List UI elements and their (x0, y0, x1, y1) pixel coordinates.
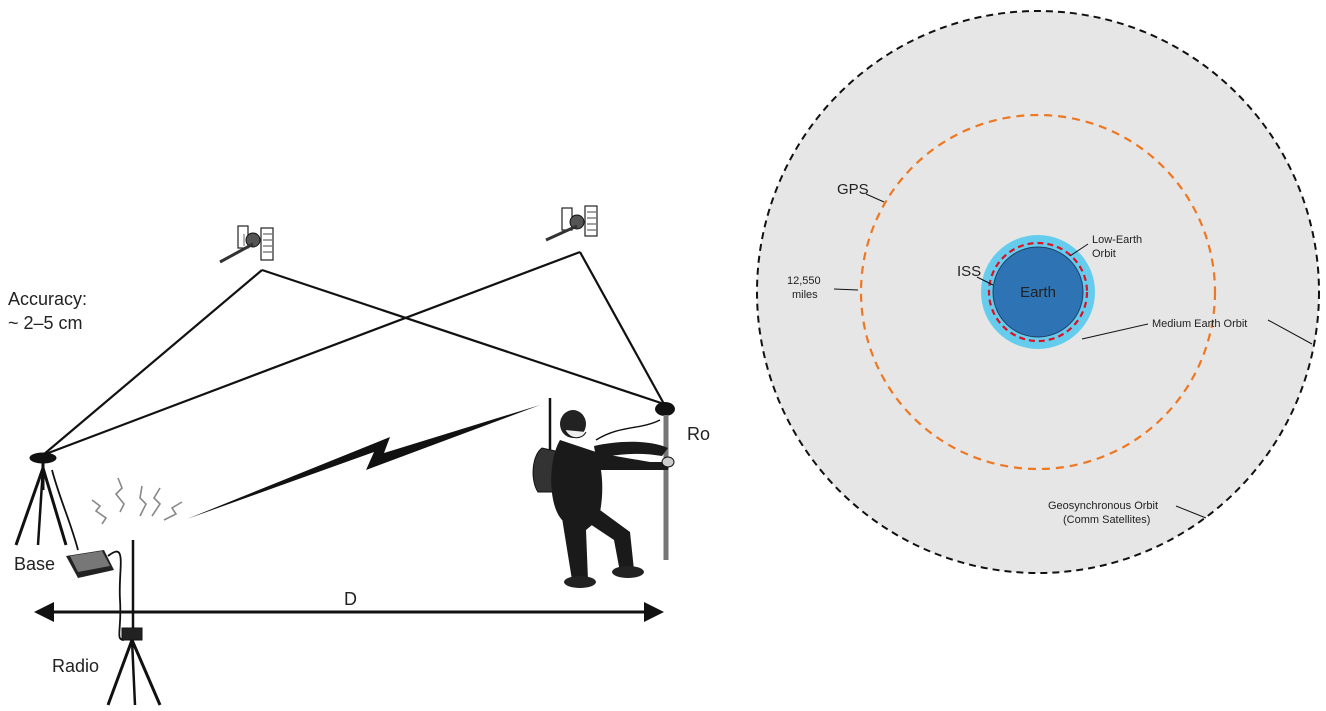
orbit-diagram: Earth ISS Low-Earth Orbit GPS 12,550 mil… (756, 10, 1320, 574)
gps-leader-line (865, 193, 885, 203)
geo-label-line2: (Comm Satellites) (1063, 514, 1150, 526)
distance-unit: miles (792, 289, 818, 301)
leo-label-line1: Low-Earth (1092, 234, 1142, 246)
geo-edge-leader-line (1267, 319, 1313, 345)
satellite-signal-lines (42, 250, 665, 457)
geo-label-line1: Geosynchronous Orbit (1048, 500, 1158, 512)
iss-leader-line (976, 276, 994, 286)
accuracy-label: Accuracy: (8, 289, 87, 309)
accuracy-value: ~ 2–5 cm (8, 313, 83, 333)
distance-label: D (344, 589, 357, 609)
geo-leader-line (1175, 505, 1207, 519)
receiver-box (66, 550, 114, 578)
gps-orbit-ring (859, 113, 1217, 471)
lightning-bolt-icon (187, 405, 540, 519)
base-label: Base (14, 554, 55, 574)
iss-label: ISS (957, 263, 981, 280)
distance-value: 12,550 (787, 275, 821, 287)
radio-label: Radio (52, 656, 99, 676)
leo-label-line2: Orbit (1092, 248, 1116, 260)
earth-label: Earth (1020, 284, 1056, 301)
earth-circle (992, 246, 1084, 338)
base-station (14, 452, 79, 551)
leo-orbit-ring (987, 241, 1089, 343)
surveyor-figure (532, 410, 675, 588)
radio-station (106, 540, 162, 706)
radio-signal-icon (91, 477, 183, 525)
rover-label: Ro (687, 424, 710, 444)
meo-label: Medium Earth Orbit (1152, 318, 1247, 330)
distance-arrow (34, 602, 664, 622)
radio-cable (107, 550, 125, 641)
gps-label: GPS (837, 181, 869, 198)
rtk-illustration: Accuracy: ~ 2–5 cm Base Radio (8, 205, 710, 706)
satellite-icon (545, 205, 598, 242)
satellite-icon (219, 225, 274, 264)
distance-leader-line (833, 288, 859, 291)
leo-leader-line (1069, 243, 1089, 257)
rover-pole (655, 402, 675, 560)
meo-leader-line (1081, 323, 1149, 340)
